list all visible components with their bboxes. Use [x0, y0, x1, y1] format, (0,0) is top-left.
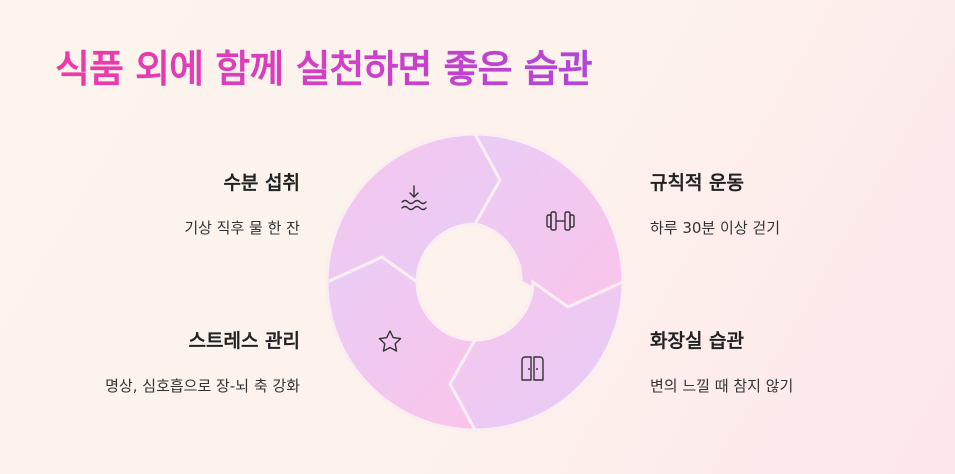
habit-exercise: 규칙적 운동 하루 30분 이상 걷기: [650, 168, 890, 238]
segment-exercise: [472, 132, 625, 309]
habit-water-heading: 수분 섭취: [223, 172, 300, 194]
star-icon: [378, 330, 402, 352]
page-title: 식품 외에 함께 실천하면 좋은 습관: [55, 38, 593, 93]
habit-water-desc: 기상 직후 물 한 잔: [184, 219, 300, 237]
segment-toilet: [448, 279, 625, 432]
water-level-icon: [401, 185, 427, 211]
dumbbell-icon: [546, 211, 575, 231]
habit-stress-heading: 스트레스 관리: [188, 330, 301, 352]
toilet-door-icon: [521, 356, 544, 381]
habit-exercise-heading: 규칙적 운동: [650, 172, 745, 194]
habit-stress: 스트레스 관리 명상, 심호흡으로 장-뇌 축 강화: [60, 326, 300, 396]
habit-stress-desc: 명상, 심호흡으로 장-뇌 축 강화: [105, 377, 300, 395]
habit-toilet-heading: 화장실 습관: [650, 330, 745, 352]
segment-stress: [325, 255, 478, 432]
habit-toilet-desc: 변의 느낄 때 참지 않기: [650, 377, 794, 395]
habit-exercise-desc: 하루 30분 이상 걷기: [650, 219, 780, 237]
habit-water: 수분 섭취 기상 직후 물 한 잔: [60, 168, 300, 238]
habit-toilet: 화장실 습관 변의 느낄 때 참지 않기: [650, 326, 890, 396]
